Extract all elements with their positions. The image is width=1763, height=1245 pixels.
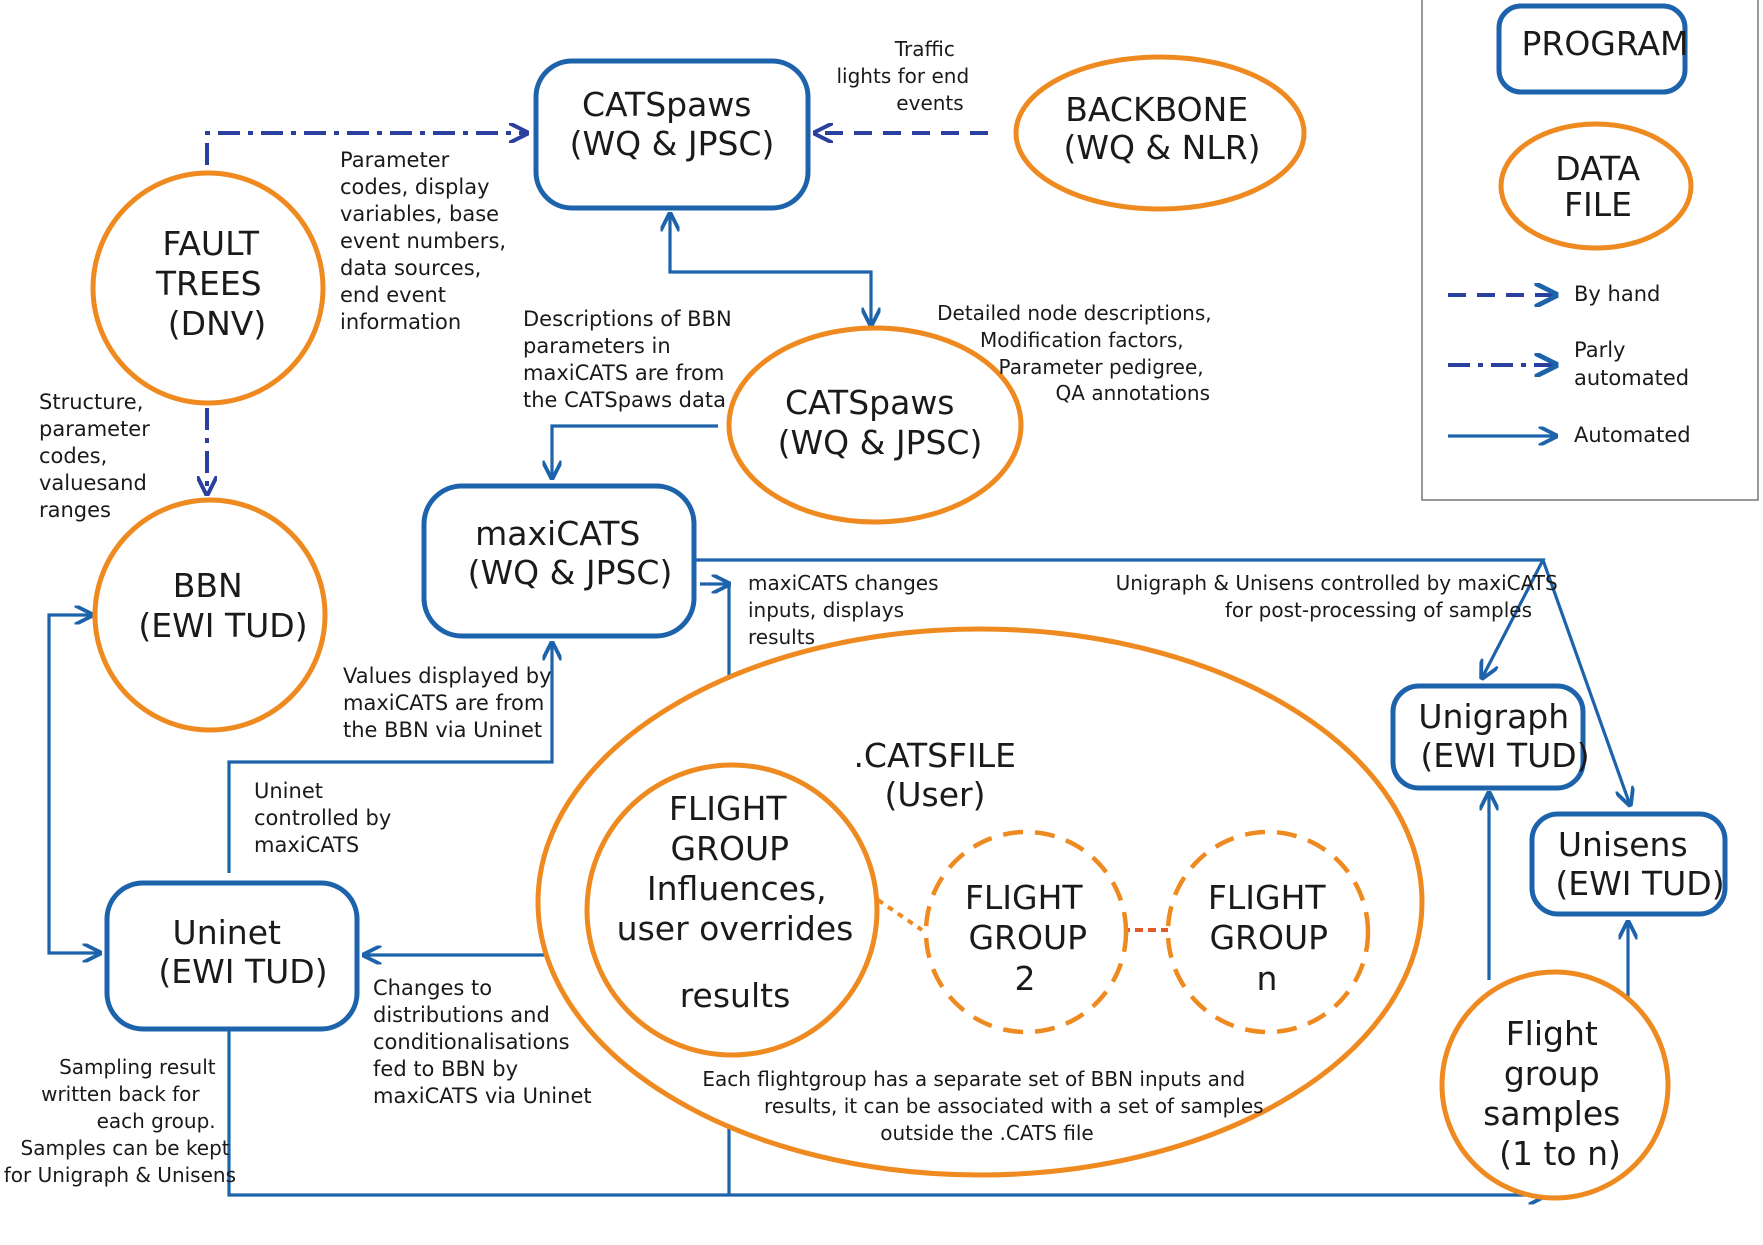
fault-trees-circle <box>90 170 326 406</box>
flight-group-n-circle <box>1165 829 1371 1035</box>
catspaws-data-ellipse <box>726 325 1024 525</box>
catsfile-label: .CATSFILE (User) <box>853 736 1026 814</box>
unisens-box <box>1529 811 1728 917</box>
flight-group-samples-label: Flight group samples (1 to n) <box>1483 1014 1631 1173</box>
arrow-uninet-to-samples <box>227 1025 1546 1195</box>
uninet-box <box>104 880 360 1032</box>
legend-program-box <box>1496 3 1688 95</box>
flight-group-samples-circle <box>1439 969 1671 1201</box>
bbn-label: BBN (EWI TUD) <box>138 566 307 645</box>
catspaws-program-box <box>533 58 811 211</box>
note-unigraph-unisens-controlled: Unigraph & Unisens controlled by maxiCAT… <box>1116 571 1564 622</box>
unigraph-box <box>1390 683 1586 791</box>
link-fg1-fg2 <box>876 898 924 932</box>
note-maxicats-changes: maxiCATS changes inputs, displays result… <box>748 571 945 649</box>
arrow-bbn-uninet <box>47 615 100 953</box>
backbone-ellipse <box>1013 54 1307 212</box>
legend-datafile-label: DATA FILE <box>1555 149 1651 224</box>
note-structure: Structure, parameter codes, valuesand ra… <box>39 390 157 522</box>
uninet-label: Uninet (EWI TUD) <box>158 913 327 991</box>
note-values-displayed: Values displayed by maxiCATS are from th… <box>343 664 558 742</box>
legend-partly-automated-label: Parly automated <box>1574 338 1689 390</box>
arrow-maxicats-to-unisens <box>1541 559 1630 805</box>
flight-group-2-label: FLIGHT GROUP 2 <box>965 878 1098 998</box>
note-traffic-lights: Traffic lights for end events <box>837 37 976 115</box>
flight-group-2-circle <box>923 829 1129 1035</box>
arrow-catspaws-program-data <box>670 214 871 325</box>
legend-program-label: PROGRAM <box>1521 24 1688 63</box>
note-each-flightgroup: Each flightgroup has a separate set of B… <box>702 1067 1270 1145</box>
flight-group-1-label: FLIGHT GROUP Influences, user overrides <box>617 789 854 948</box>
bbn-circle <box>92 497 328 733</box>
note-detailed-node: Detailed node descriptions, Modification… <box>937 301 1218 405</box>
note-parameter-codes: Parameter codes, display variables, base… <box>340 148 513 334</box>
arrow-catspawsdata-to-maxicats <box>552 424 718 478</box>
flight-group-1-results: results <box>680 976 791 1015</box>
legend-by-hand-label: By hand <box>1574 282 1660 306</box>
unigraph-label: Unigraph (EWI TUD) <box>1418 697 1589 775</box>
arrow-uninet-to-maxicats <box>227 643 552 873</box>
maxicats-box <box>421 483 697 639</box>
flight-group-n-label: FLIGHT GROUP n <box>1208 878 1339 998</box>
fault-trees-label: FAULT TREES (DNV) <box>155 224 272 343</box>
backbone-label: BACKBONE (WQ & NLR) <box>1063 90 1260 167</box>
legend-automated-label: Automated <box>1574 423 1691 447</box>
legend-datafile-ellipse <box>1498 121 1694 251</box>
arrow-maxicats-flightgroup <box>700 584 729 708</box>
catspaws-program-label: CATSpaws (WQ & JPSC) <box>570 85 775 163</box>
arrow-faulttrees-to-catspaws <box>205 133 527 165</box>
flight-group-1-circle <box>584 762 880 1058</box>
note-descriptions-bbn: Descriptions of BBN parameters in maxiCA… <box>523 307 738 412</box>
catspaws-data-label: CATSpaws (WQ & JPSC) <box>778 383 983 462</box>
note-sampling-result: Sampling result written back for each gr… <box>4 1055 236 1187</box>
unisens-label: Unisens (EWI TUD) <box>1555 825 1724 903</box>
note-uninet-controlled: Uninet controlled by maxiCATS <box>254 779 398 857</box>
legend-frame <box>1421 0 1759 501</box>
maxicats-label: maxiCATS (WQ & JPSC) <box>468 514 673 592</box>
note-changes-to-distributions: Changes to distributions and conditional… <box>373 976 592 1108</box>
